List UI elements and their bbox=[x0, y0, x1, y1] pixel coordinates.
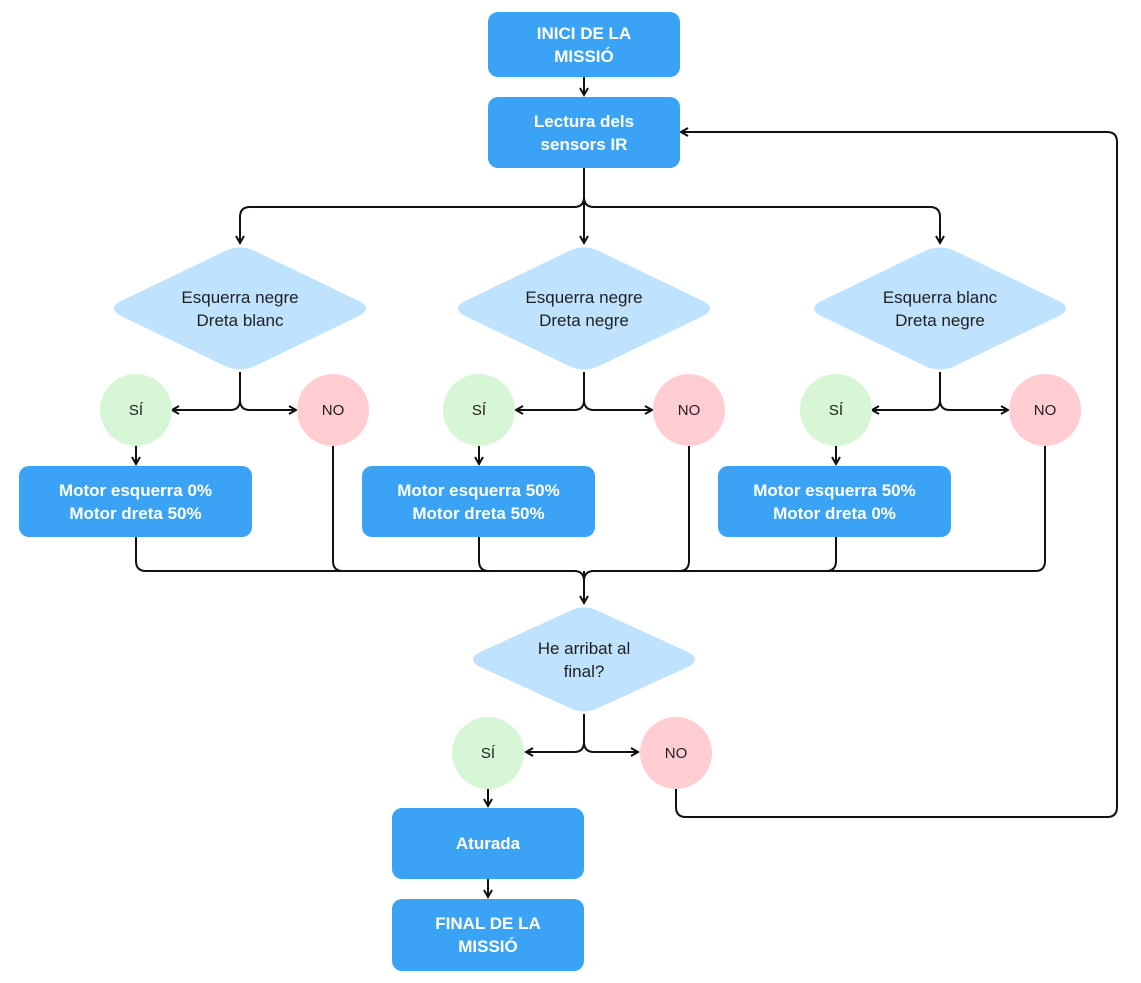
action-3-label: Motor esquerra 50% Motor dreta 0% bbox=[753, 480, 916, 523]
read-sensors-label: Lectura dels sensors IR bbox=[533, 111, 635, 154]
decision-2: Esquerra negre Dreta negre bbox=[453, 245, 715, 372]
end-label: FINAL DE LA MISSIÓ bbox=[435, 914, 541, 956]
action-2-label: Motor esquerra 50% Motor dreta 50% bbox=[397, 480, 560, 523]
action-1-label: Motor esquerra 0% Motor dreta 50% bbox=[58, 480, 213, 523]
decision-3-diamond bbox=[814, 247, 1066, 370]
merge-action-1 bbox=[135, 537, 585, 582]
yes-circle-3: SÍ bbox=[800, 374, 872, 446]
arrow-decision-1-no bbox=[239, 399, 296, 410]
action-2-node: Motor esquerra 50% Motor dreta 50% bbox=[362, 466, 595, 537]
arrow-decision-2-no bbox=[583, 399, 652, 410]
stop-label: Aturada bbox=[455, 834, 521, 853]
final-check-label: He arribat al final? bbox=[537, 638, 631, 681]
merge-no-3 bbox=[583, 446, 1046, 582]
action-1-node: Motor esquerra 0% Motor dreta 50% bbox=[19, 466, 252, 537]
merge-no-1 bbox=[332, 446, 344, 572]
decision-1: Esquerra negre Dreta blanc bbox=[109, 245, 371, 372]
decision-2-diamond bbox=[458, 247, 710, 370]
start-node: INICI DE LA MISSIÓ bbox=[488, 12, 680, 77]
final-check-decision: He arribat al final? bbox=[468, 605, 700, 714]
decision-3-label: Esquerra blanc Dreta negre bbox=[882, 287, 998, 330]
arrow-decision-2-yes bbox=[516, 372, 585, 410]
end-node: FINAL DE LA MISSIÓ bbox=[392, 899, 584, 971]
loop-back-line bbox=[675, 132, 1118, 818]
no-circle-1: NO bbox=[297, 374, 369, 446]
yes-circle-1: SÍ bbox=[100, 374, 172, 446]
start-label: INICI DE LA MISSIÓ bbox=[536, 23, 632, 66]
stop-node: Aturada bbox=[392, 808, 584, 879]
action-3-node: Motor esquerra 50% Motor dreta 0% bbox=[718, 466, 951, 537]
arrow-read-to-decision-1 bbox=[240, 196, 585, 243]
arrow-final-check-yes bbox=[526, 714, 585, 752]
arrow-read-to-decision-3 bbox=[583, 196, 940, 243]
decision-1-diamond bbox=[114, 247, 366, 370]
decision-2-label: Esquerra negre Dreta negre bbox=[525, 287, 643, 330]
merge-no-2 bbox=[678, 446, 690, 572]
yes-circle-final: SÍ bbox=[452, 717, 524, 789]
no-circle-3: NO bbox=[1009, 374, 1081, 446]
decision-1-label: Esquerra negre Dreta blanc bbox=[181, 287, 299, 330]
arrow-decision-3-yes bbox=[872, 372, 941, 410]
merge-action-2 bbox=[478, 537, 490, 572]
decision-3: Esquerra blanc Dreta negre bbox=[809, 245, 1071, 372]
arrow-decision-3-no bbox=[939, 399, 1008, 410]
merge-action-3 bbox=[825, 537, 837, 572]
arrow-decision-1-yes bbox=[172, 372, 241, 410]
read-sensors-node: Lectura dels sensors IR bbox=[488, 97, 680, 168]
no-circle-final: NO bbox=[640, 717, 712, 789]
no-circle-2: NO bbox=[653, 374, 725, 446]
yes-circle-2: SÍ bbox=[443, 374, 515, 446]
final-check-diamond bbox=[473, 607, 695, 712]
arrow-final-check-no bbox=[583, 741, 638, 752]
